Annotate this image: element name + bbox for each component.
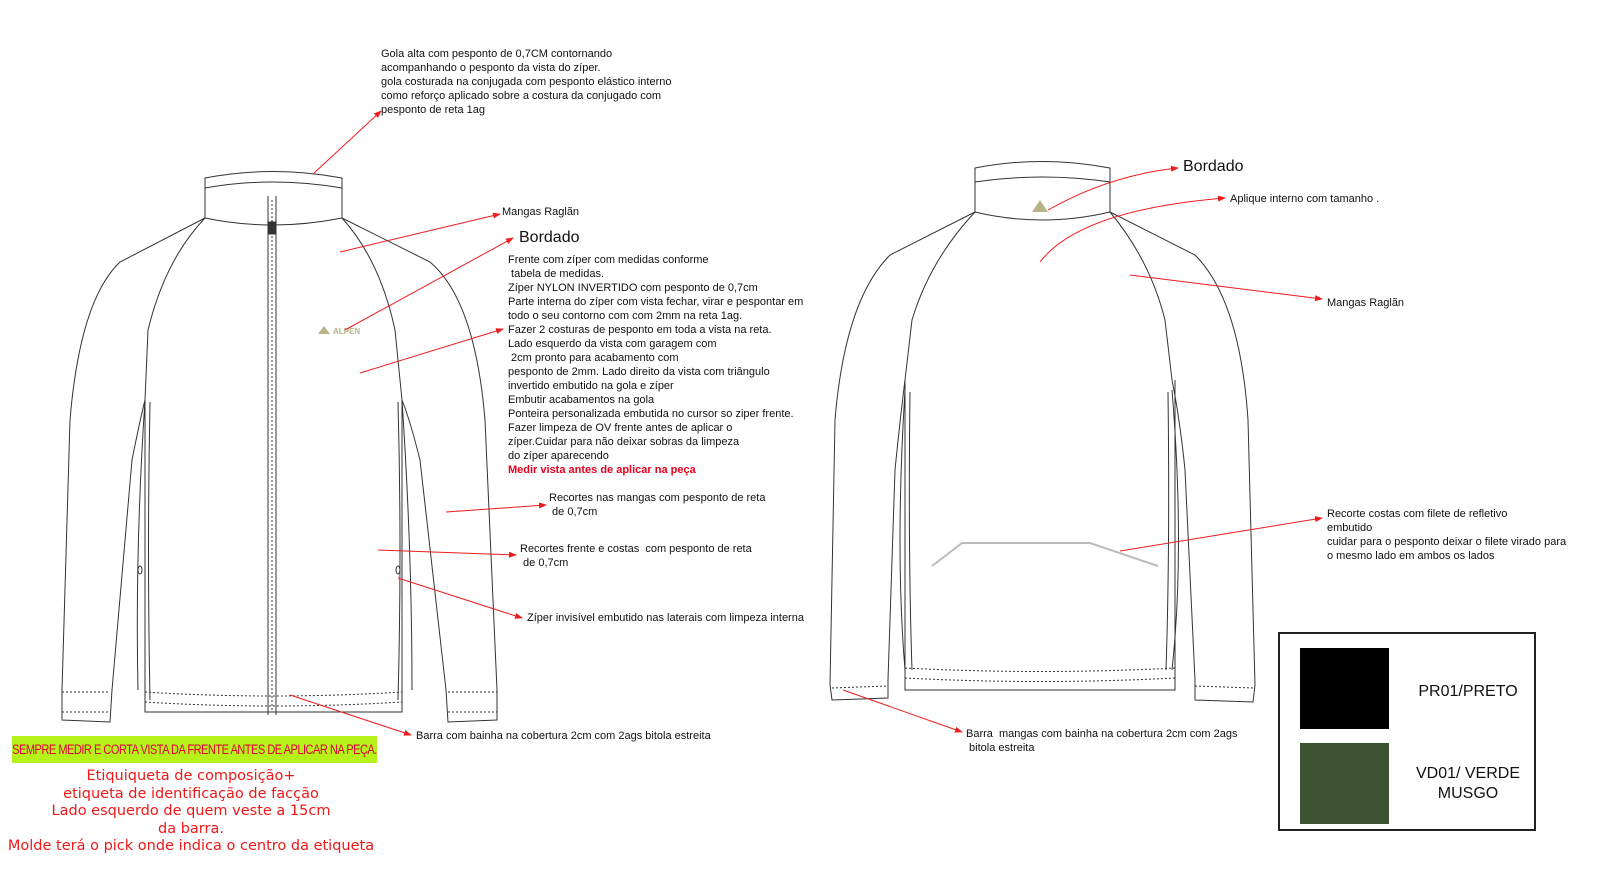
alpen-logo: ALPEN xyxy=(318,326,360,336)
swatch-label-green: VD01/ VERDE MUSGO xyxy=(1415,765,1521,802)
note-ziper-invisivel: Zíper invisível embutido nas laterais co… xyxy=(527,612,804,624)
note-aplique: Aplique interno com tamanho . xyxy=(1230,193,1380,205)
svg-text:ALPEN: ALPEN xyxy=(333,327,360,336)
label-line: etiqueta de identificação de facção xyxy=(63,785,319,802)
note-mangas-front: Mangas Raglãn xyxy=(502,206,580,218)
swatch-green xyxy=(1300,743,1389,824)
annotation-arrows xyxy=(289,110,1323,736)
note-bordado-front: Bordado xyxy=(519,229,580,246)
front-left-sleeve xyxy=(61,217,206,723)
back-body xyxy=(904,380,1176,691)
back-jacket xyxy=(829,161,1256,703)
front-body xyxy=(144,400,403,713)
note-bordado-back: Bordado xyxy=(1183,158,1244,175)
label-instructions: Etiquiqueta de composição+ etiqueta de i… xyxy=(0,768,382,856)
front-zipper xyxy=(267,196,277,715)
note-frente: Frente com zíper com medidas conforme ta… xyxy=(508,254,804,462)
note-mangas-back: Mangas Raglãn xyxy=(1327,297,1405,309)
front-collar xyxy=(204,171,343,226)
back-left-sleeve xyxy=(829,211,976,701)
note-medir: Medir vista antes de aplicar na peça xyxy=(508,464,696,476)
color-legend: PR01/PRETO VD01/ VERDE MUSGO xyxy=(1278,632,1536,831)
front-jacket xyxy=(61,171,498,723)
back-logo xyxy=(1032,200,1048,212)
note-gola: Gola alta com pesponto de 0,7CM contorna… xyxy=(381,48,672,116)
swatch-black xyxy=(1300,648,1389,729)
swatch-label-black: PR01/PRETO xyxy=(1418,683,1518,700)
label-line: Lado esquerdo de quem veste a 15cm xyxy=(51,803,331,819)
front-right-sleeve xyxy=(341,217,498,723)
note-recortes-mangas: Recortes nas mangas com pesponto de reta… xyxy=(549,492,766,518)
note-recortes-frente: Recortes frente e costas com pesponto de… xyxy=(520,543,752,569)
back-right-sleeve xyxy=(1109,211,1256,703)
label-line: Molde terá o pick onde indica o centro d… xyxy=(7,838,375,854)
label-line: da barra. xyxy=(158,820,224,837)
note-barra-back: Barra mangas com bainha na cobertura 2cm… xyxy=(966,728,1238,754)
warning-banner: SEMPRE MEDIR E CORTA VISTA DA FRENTE ANT… xyxy=(12,736,377,763)
note-barra-front: Barra com bainha na cobertura 2cm com 2a… xyxy=(416,730,711,742)
note-recorte-costas: Recorte costas com filete de refletivo e… xyxy=(1327,508,1567,562)
label-line: Etiquiqueta de composição+ xyxy=(86,768,296,784)
reflective-filet xyxy=(931,542,1159,567)
